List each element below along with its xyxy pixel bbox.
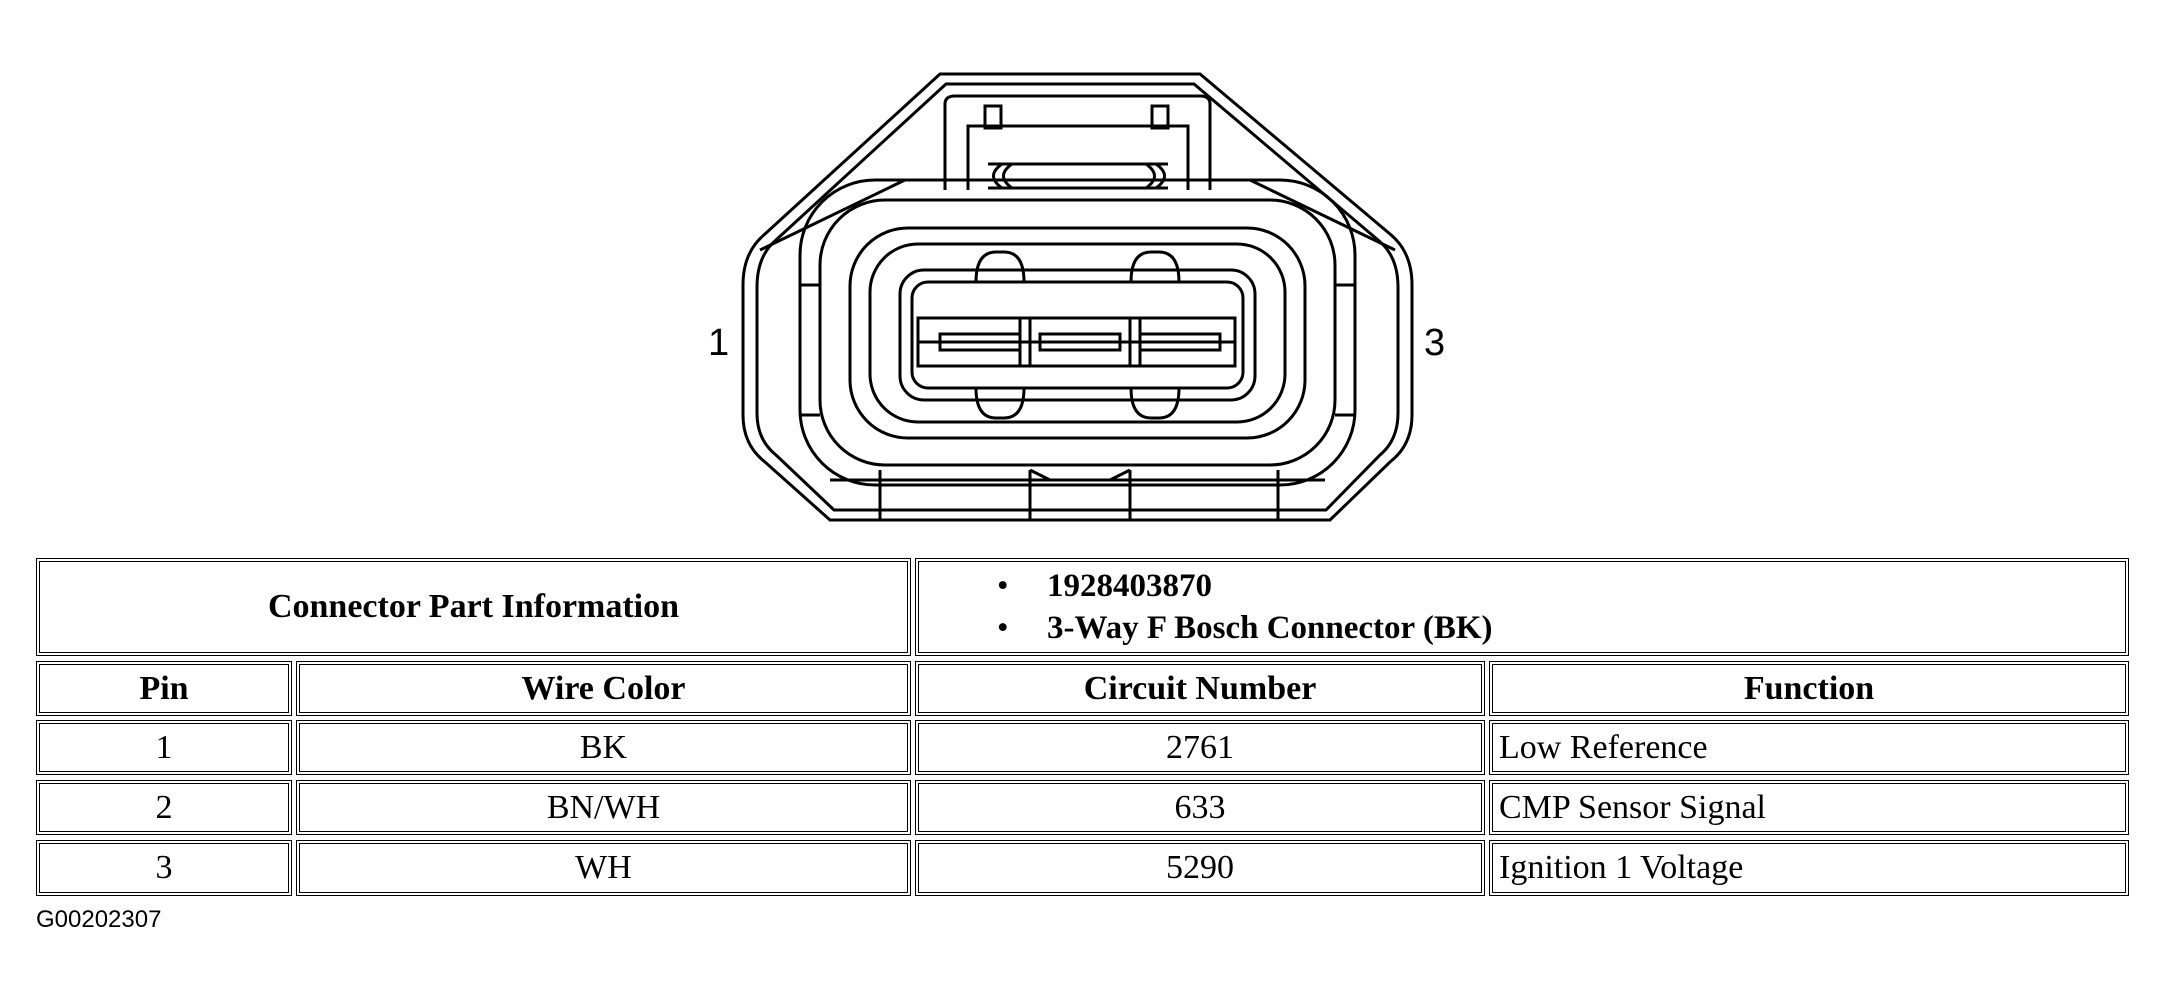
part-number-list: 1928403870 3-Way F Bosch Connector (BK)	[997, 565, 1492, 649]
terminal-blade-2	[1038, 332, 1122, 352]
table-cell-function: CMP Sensor Signal	[1489, 780, 2129, 835]
terminal-cavity-outer	[898, 268, 1257, 402]
connector-latch-clip-right	[1145, 162, 1166, 190]
connector-latch-slot-right	[1150, 104, 1170, 130]
connector-seal-inner	[818, 198, 1337, 467]
connector-shoulder-right	[1188, 178, 1396, 252]
table-cell-pin: 1	[36, 720, 292, 775]
connector-latch-slot-left	[983, 104, 1003, 130]
terminal-key-top-left	[974, 250, 1026, 283]
table-cell-wire-color: WH	[296, 840, 911, 896]
connector-part-info-label: Connector Part Information	[36, 558, 911, 656]
terminal-key-bottom-left	[974, 387, 1026, 420]
connector-part-info-text: Connector Part Information	[267, 588, 680, 625]
connector-body-inner	[868, 242, 1287, 424]
table-cell-wire-color: BN/WH	[296, 780, 911, 835]
connector-latch-clip-left	[992, 162, 1013, 190]
table-cell-function: Low Reference	[1489, 720, 2129, 775]
column-header-function: Function	[1489, 661, 2129, 716]
part-number-item: 3-Way F Bosch Connector (BK)	[997, 607, 1492, 649]
table-cell-circuit-number: 633	[915, 780, 1485, 835]
figure-id: G00202307	[36, 906, 162, 933]
connector-face-diagram	[741, 72, 1414, 522]
terminal-cavity-inner	[910, 280, 1245, 390]
terminal-key-top-right	[1129, 250, 1181, 283]
table-cell-pin: 2	[36, 780, 292, 835]
table-cell-circuit-number: 2761	[915, 720, 1485, 775]
connector-outer-housing-inner-edge	[755, 82, 1400, 512]
pin-3-label: 3	[1424, 322, 1446, 364]
connector-part-numbers: 1928403870 3-Way F Bosch Connector (BK)	[915, 558, 2129, 656]
table-cell-function: Ignition 1 Voltage	[1489, 840, 2129, 896]
connector-outer-housing	[741, 72, 1414, 522]
table-cell-circuit-number: 5290	[915, 840, 1485, 896]
pin-1-label: 1	[708, 322, 730, 364]
table-cell-wire-color: BK	[296, 720, 911, 775]
column-header-circuit-number: Circuit Number	[915, 661, 1485, 716]
terminal-key-bottom-right	[1129, 387, 1181, 420]
connector-seal-outer	[798, 178, 1357, 487]
connector-body-outer	[848, 226, 1307, 440]
connector-latch-tab	[943, 94, 1212, 190]
column-header-pin: Pin	[36, 661, 292, 716]
connector-shoulder-left	[759, 178, 968, 252]
connector-bottom-flange	[878, 468, 1280, 520]
table-cell-pin: 3	[36, 840, 292, 896]
part-number-item: 1928403870	[997, 565, 1492, 607]
column-header-wire-color: Wire Color	[296, 661, 911, 716]
connector-latch-inner	[966, 124, 1190, 190]
